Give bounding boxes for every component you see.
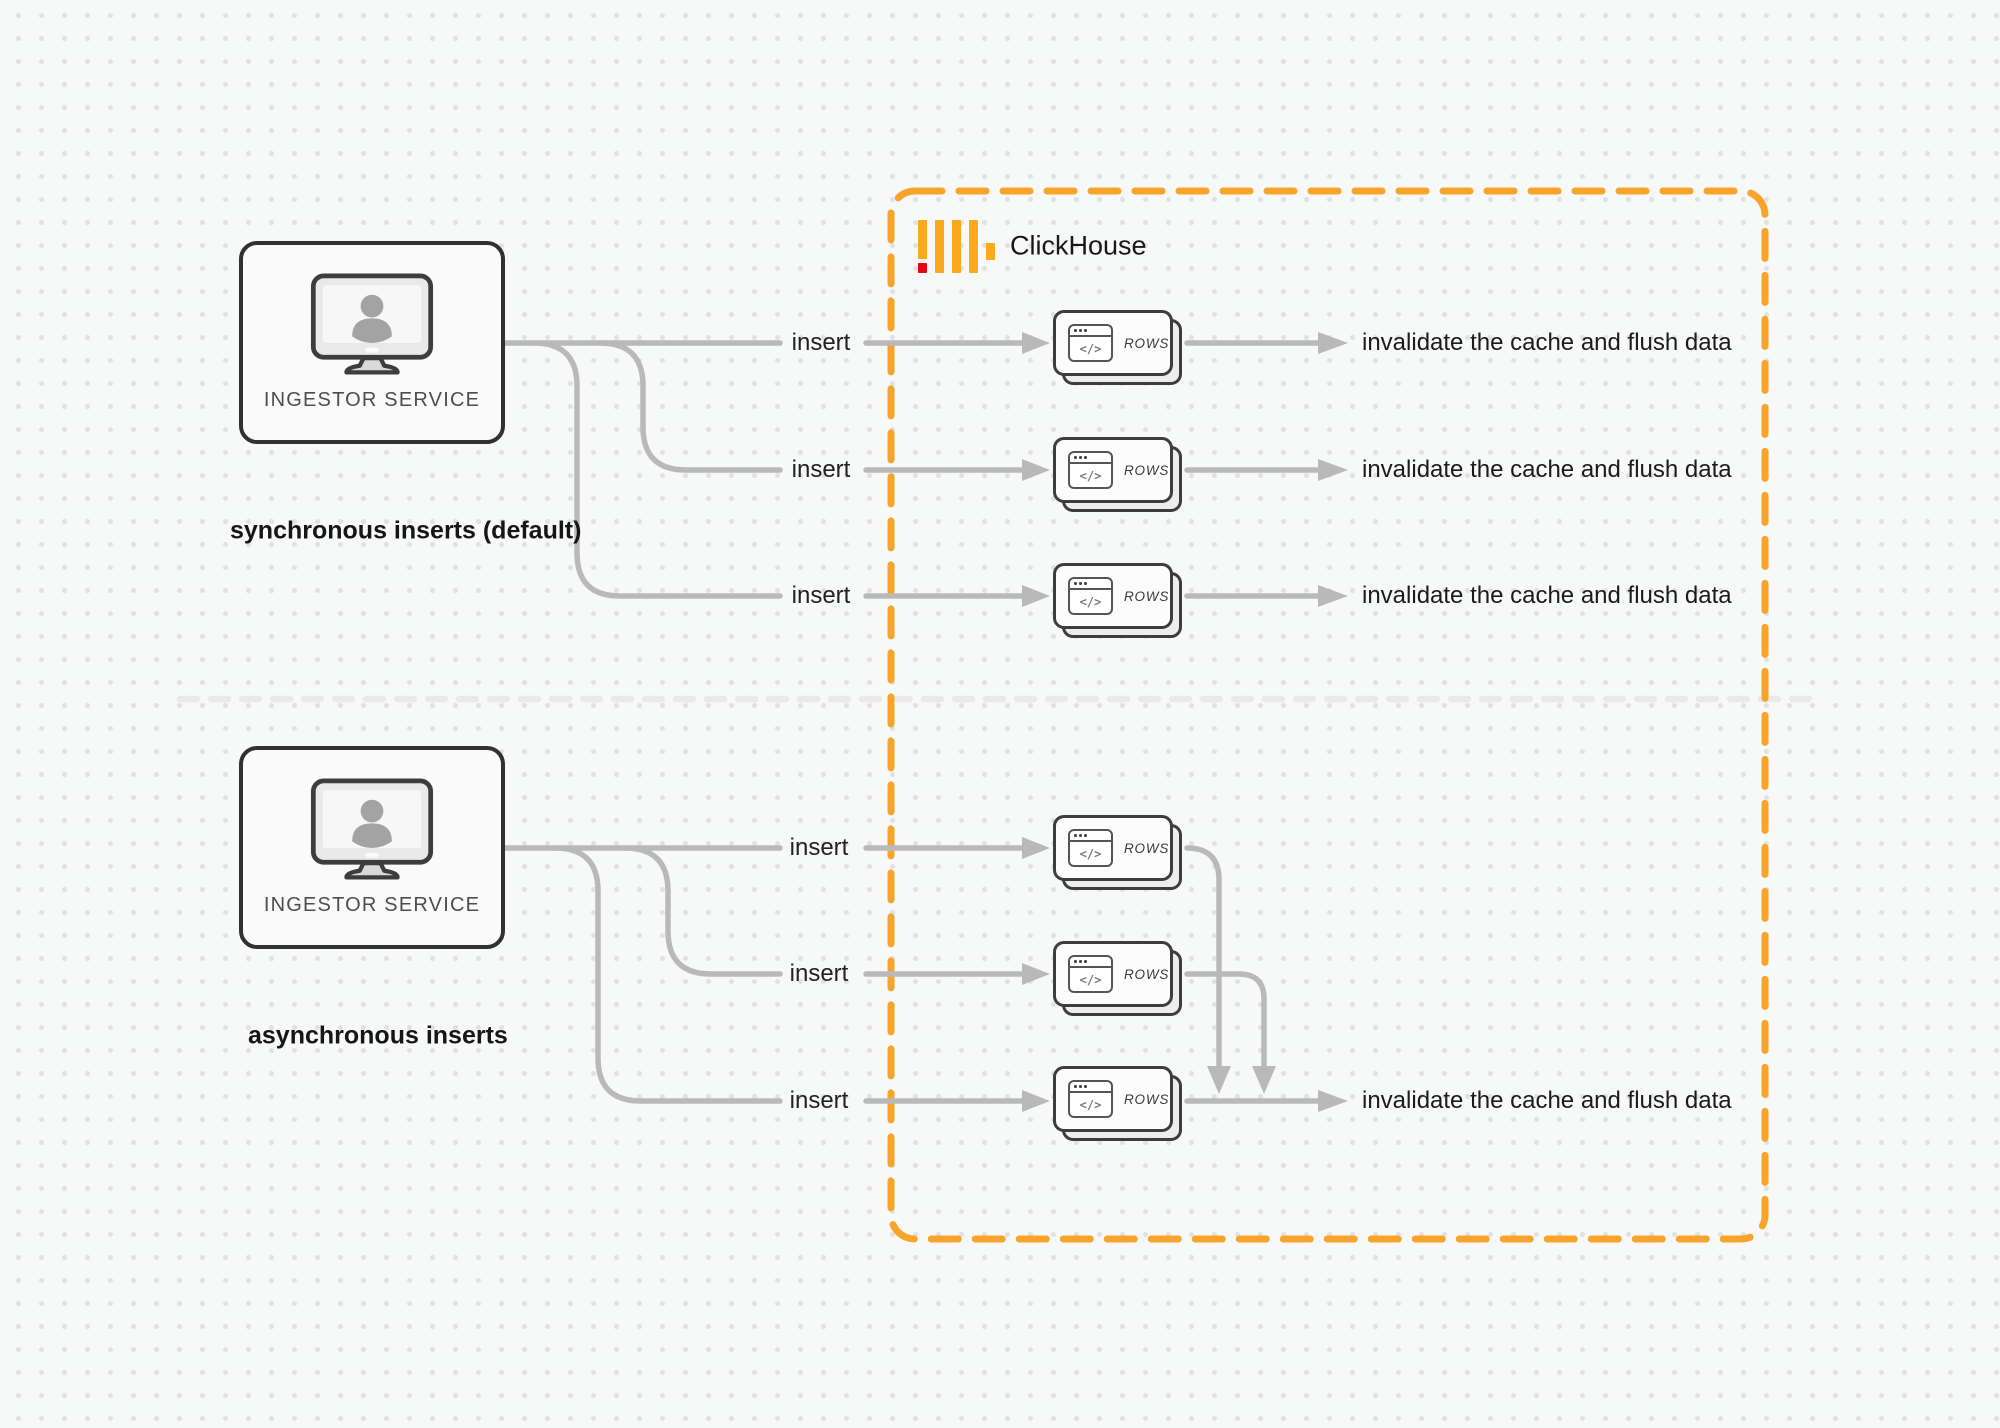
rows-label: ROWS [1124,335,1170,351]
ingestor-service-box-async: INGESTOR SERVICE [239,746,505,949]
sync-section-caption: synchronous inserts (default) [230,516,582,545]
invalidate-cache-label: invalidate the cache and flush data [1362,329,1732,356]
ingestor-service-label: INGESTOR SERVICE [263,894,481,916]
rows-batch-card: </> ROWS [1053,310,1182,385]
code-window-icon: </> [1068,1080,1113,1118]
invalidate-cache-label: invalidate the cache and flush data [1362,456,1732,483]
code-window-icon: </> [1068,324,1113,362]
rows-batch-card: </> ROWS [1053,563,1182,638]
rows-label: ROWS [1124,966,1170,982]
rows-label: ROWS [1124,588,1170,604]
code-window-icon: </> [1068,829,1113,867]
code-window-icon: </> [1068,577,1113,615]
rows-label: ROWS [1124,462,1170,478]
ingestor-service-box-sync: INGESTOR SERVICE [239,241,505,444]
rows-label: ROWS [1124,1091,1170,1107]
rows-batch-card: </> ROWS [1053,1066,1182,1141]
rows-label: ROWS [1124,840,1170,856]
monitor-user-icon [310,778,434,880]
async-connectors [502,837,1348,1112]
monitor-user-icon [310,273,434,375]
invalidate-cache-label: invalidate the cache and flush data [1362,1087,1732,1114]
insert-label: insert [791,329,851,356]
sync-connectors [502,332,1348,607]
code-window-icon: </> [1068,451,1113,489]
invalidate-cache-label: invalidate the cache and flush data [1362,582,1732,609]
async-section-caption: asynchronous inserts [248,1021,508,1050]
clickhouse-logo-icon [918,220,998,273]
insert-label: insert [789,834,849,861]
rows-batch-card: </> ROWS [1053,437,1182,512]
code-window-icon: </> [1068,955,1113,993]
insert-label: insert [791,582,851,609]
ingestor-service-label: INGESTOR SERVICE [263,389,481,411]
insert-label: insert [791,456,851,483]
rows-batch-card: </> ROWS [1053,815,1182,890]
clickhouse-logo-red-accent [918,263,927,273]
insert-label: insert [789,1087,849,1114]
clickhouse-boundary-dashed-box [887,187,1769,1243]
insert-label: insert [789,960,849,987]
rows-batch-card: </> ROWS [1053,941,1182,1016]
clickhouse-title: ClickHouse [1010,230,1147,261]
